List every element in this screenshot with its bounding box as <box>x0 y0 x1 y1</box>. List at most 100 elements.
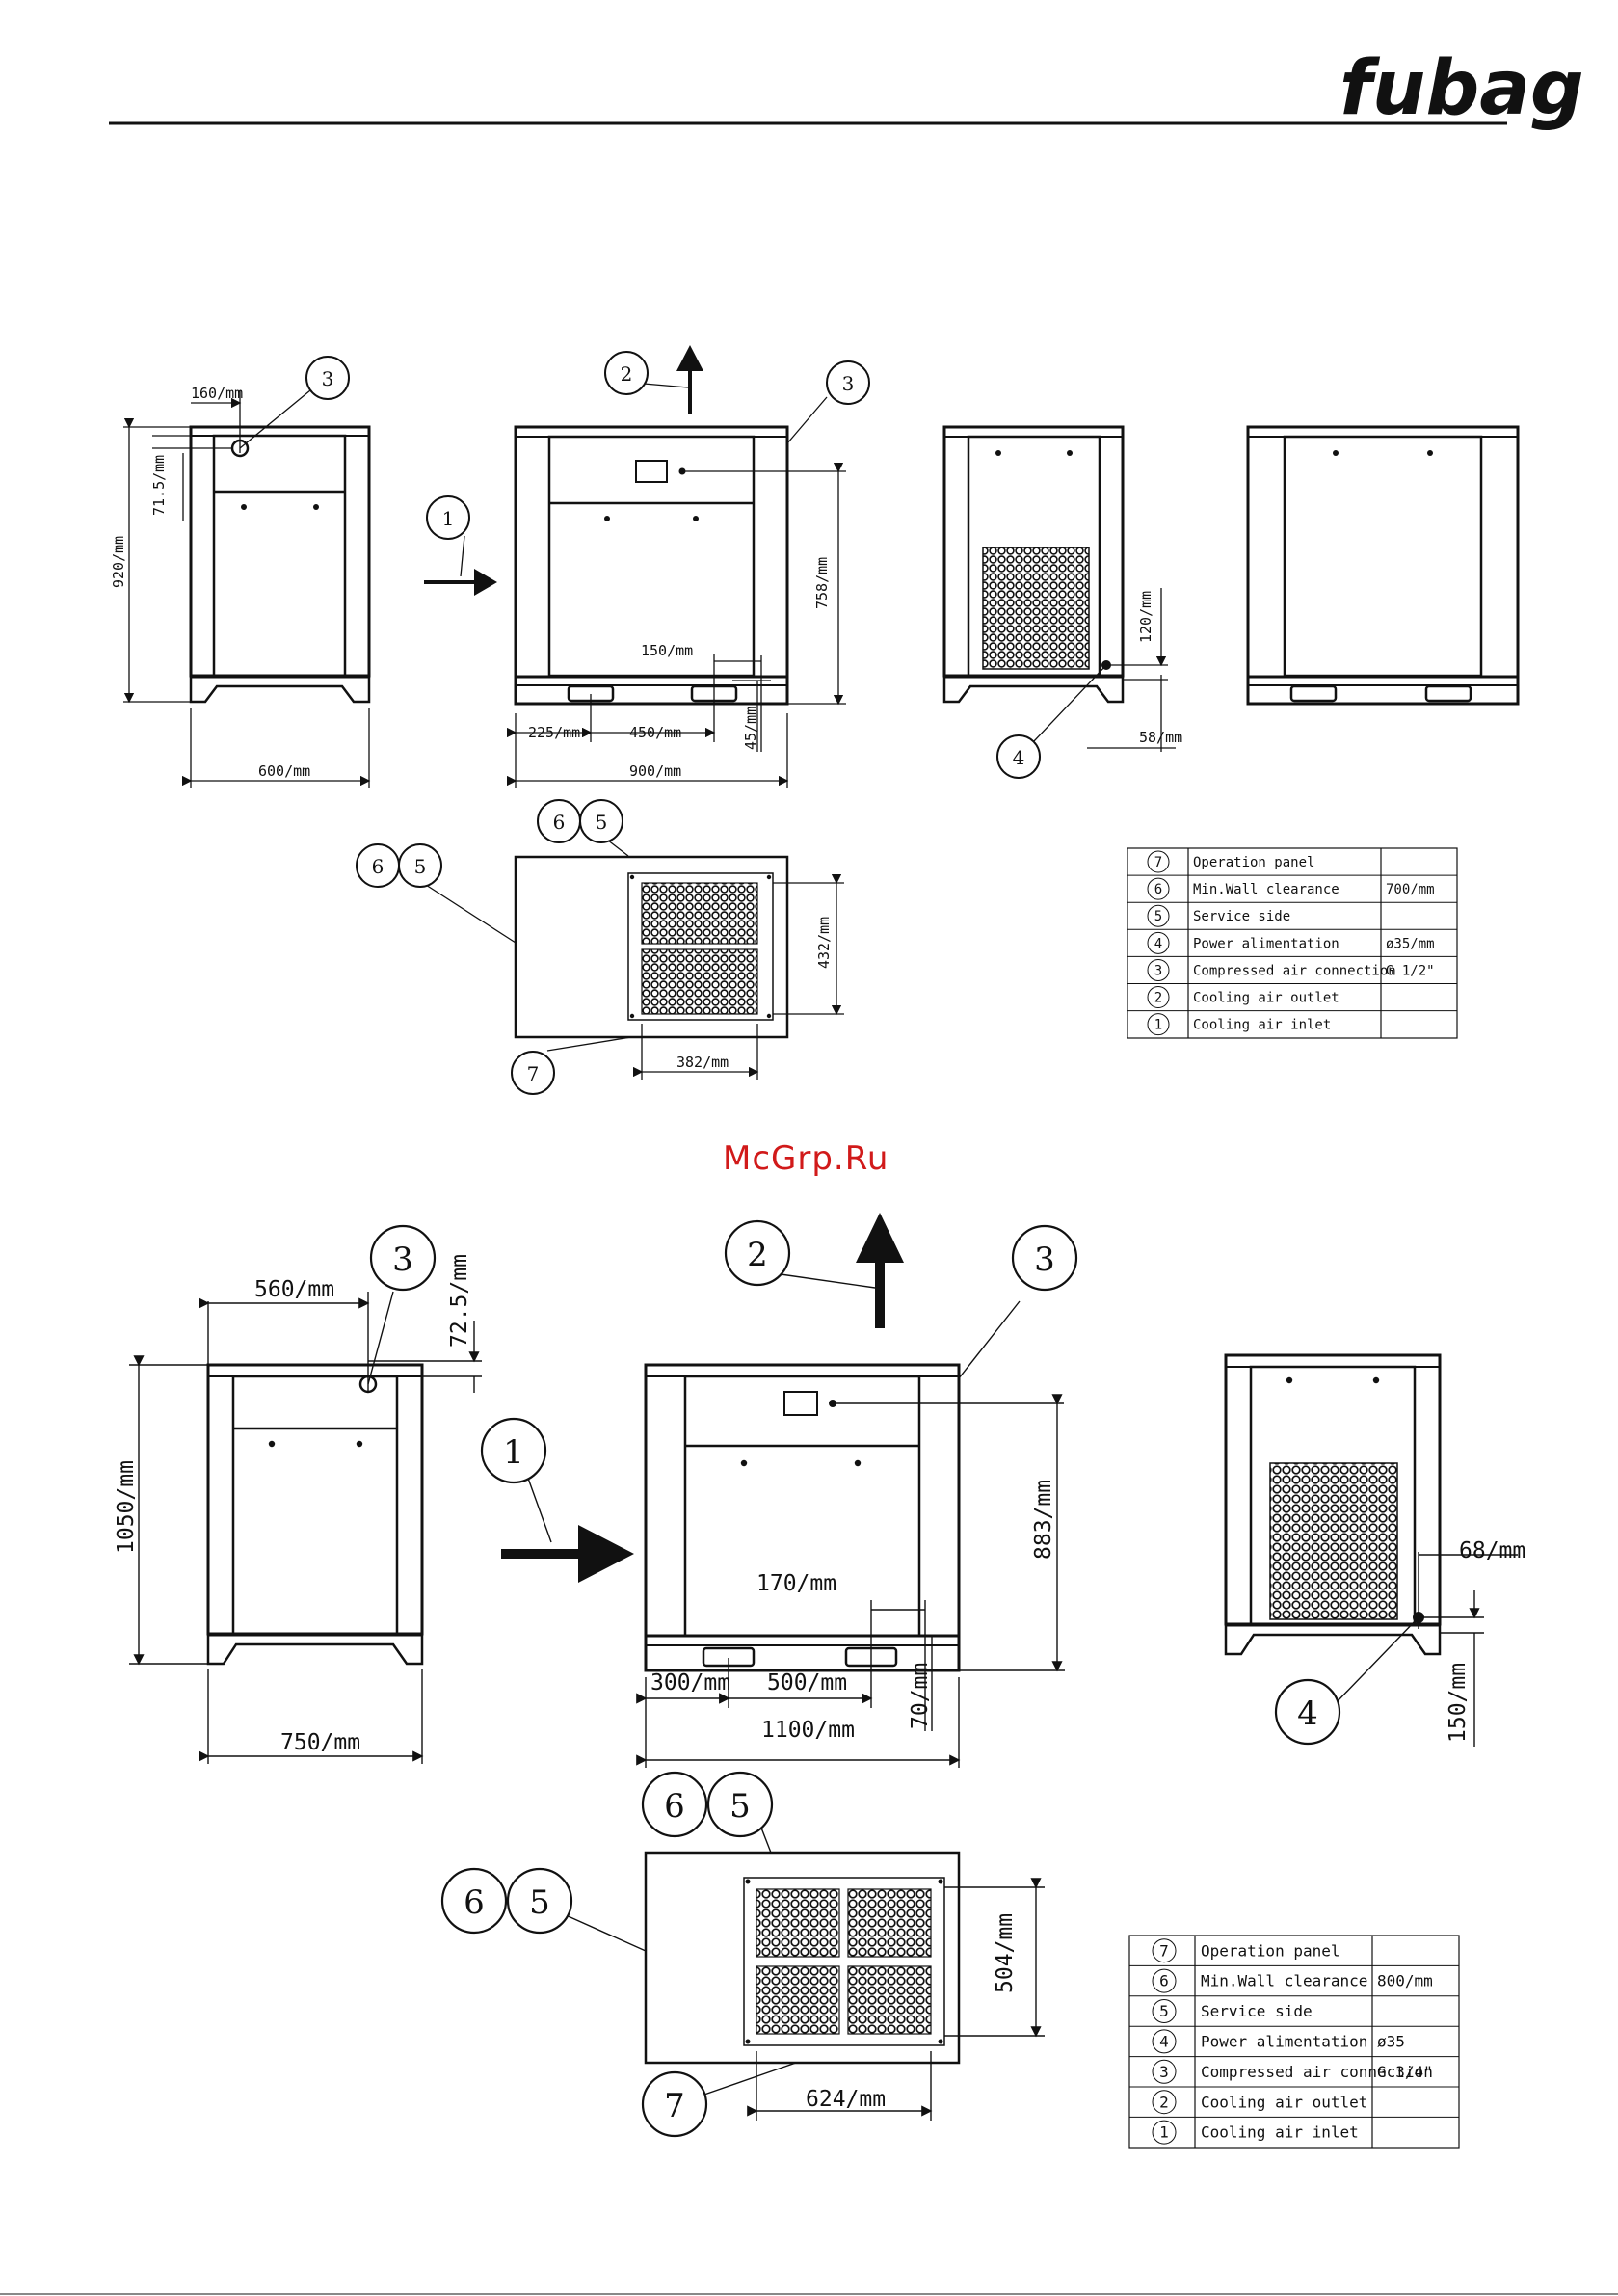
callout-2-upper: 2 <box>604 351 649 395</box>
lower-legend-row: 1 Cooling air inlet <box>1152 2120 1359 2145</box>
legend-number: 2 <box>1159 2093 1169 2111</box>
dim-160: 160/mm <box>191 385 243 402</box>
upper-front-view <box>514 425 789 706</box>
dim-432: 432/mm <box>815 917 833 969</box>
legend-number-ring <box>1147 904 1170 927</box>
legend-number: 1 <box>1159 2123 1169 2142</box>
legend-label: Power alimentation <box>1201 2033 1367 2051</box>
svg-text:2: 2 <box>747 1236 768 1274</box>
dim-450: 450/mm <box>629 724 681 741</box>
callout-5-lower-a: 5 <box>706 1771 774 1838</box>
dim-120: 120/mm <box>1137 591 1154 643</box>
lower-top-dims <box>563 1817 1045 2121</box>
dim-150-lower: 150/mm <box>1446 1663 1471 1743</box>
svg-text:4: 4 <box>1013 746 1025 769</box>
dim-170: 170/mm <box>756 1571 836 1596</box>
legend-value: 800/mm <box>1377 1972 1433 1990</box>
callout-2-lower: 2 <box>724 1219 791 1287</box>
svg-text:1: 1 <box>442 507 455 530</box>
dim-68: 68/mm <box>1459 1538 1525 1563</box>
svg-text:5: 5 <box>414 855 427 878</box>
legend-number: 1 <box>1154 1018 1162 1033</box>
upper-rear-view <box>942 425 1125 704</box>
legend-number-ring <box>1152 2090 1177 2115</box>
lower-legend-row: 7 Operation panel <box>1152 1938 1340 1963</box>
lower-side-view <box>206 1363 424 1666</box>
header: fubag <box>109 45 1584 132</box>
dim-920: 920/mm <box>110 536 127 588</box>
legend-number: 5 <box>1154 909 1162 924</box>
lower-callouts: 3 1 2 3 4 6 5 6 5 7 <box>369 1219 1341 2138</box>
legend-number-ring <box>1152 1968 1177 1993</box>
upper-legend-row: 5 Service side <box>1147 904 1290 927</box>
callout-6-top-a: 6 <box>537 799 581 843</box>
callout-4-upper: 4 <box>996 734 1041 779</box>
legend-value: ø35 <box>1377 2033 1405 2051</box>
dim-504: 504/mm <box>993 1913 1018 1993</box>
callout-5-top-a: 5 <box>579 799 623 843</box>
callout-1-lower: 1 <box>480 1417 547 1484</box>
lower-top-view <box>644 1851 961 2065</box>
lower-top-grill-c <box>756 1965 840 2035</box>
upper-rear-grill <box>982 547 1090 670</box>
legend-number: 4 <box>1154 936 1162 951</box>
legend-label: Cooling air inlet <box>1201 2123 1359 2142</box>
dim-1050: 1050/mm <box>114 1460 139 1554</box>
legend-number: 7 <box>1159 1941 1169 1960</box>
legend-label: Operation panel <box>1201 1941 1340 1960</box>
lower-top-grill-b <box>847 1888 932 1958</box>
legend-number-ring <box>1152 1938 1177 1963</box>
svg-text:7: 7 <box>527 1062 540 1085</box>
legend-number-ring <box>1147 877 1170 900</box>
upper-side-view <box>189 425 371 704</box>
lower-top-grill-d <box>847 1965 932 2035</box>
legend-label: Cooling air inlet <box>1193 1018 1331 1033</box>
upper-callouts: 3 1 2 3 4 6 5 6 5 7 <box>305 351 1041 1095</box>
legend-number-ring <box>1147 1013 1170 1036</box>
dim-300: 300/mm <box>650 1670 730 1695</box>
callout-3-side: 3 <box>305 356 350 400</box>
legend-number-ring <box>1152 2029 1177 2054</box>
legend-number-ring <box>1152 1999 1177 2023</box>
upper-side-dims <box>123 389 371 788</box>
lower-rear-grill <box>1269 1462 1398 1620</box>
legend-label: Power alimentation <box>1193 936 1339 951</box>
watermark: McGrp.Ru <box>723 1139 889 1178</box>
dim-225: 225/mm <box>528 724 580 741</box>
dim-382: 382/mm <box>676 1054 729 1071</box>
legend-number: 2 <box>1154 990 1162 1005</box>
callout-6-lower-b: 6 <box>440 1867 508 1935</box>
lower-front-view <box>644 1363 961 1672</box>
legend-value: ø35/mm <box>1386 936 1435 951</box>
legend-number: 7 <box>1154 855 1162 870</box>
callout-3-lower-side: 3 <box>369 1224 437 1292</box>
legend-label: Min.Wall clearance <box>1193 882 1339 897</box>
svg-text:1: 1 <box>503 1433 524 1472</box>
legend-number-ring <box>1147 850 1170 873</box>
svg-text:3: 3 <box>842 372 855 395</box>
dim-600: 600/mm <box>258 762 310 780</box>
callout-3-front: 3 <box>826 360 870 405</box>
dim-70: 70/mm <box>908 1663 933 1729</box>
legend-label: Service side <box>1193 909 1290 924</box>
upper-top-view <box>514 855 789 1039</box>
legend-value: 700/mm <box>1386 882 1435 897</box>
lower-front-dims <box>636 1300 1065 1768</box>
dim-883: 883/mm <box>1031 1480 1056 1560</box>
legend-label: Operation panel <box>1193 855 1314 870</box>
dim-750: 750/mm <box>280 1730 360 1755</box>
dim-1100: 1100/mm <box>761 1718 855 1743</box>
svg-text:3: 3 <box>1034 1241 1055 1279</box>
lower-rear-view <box>1224 1353 1442 1656</box>
callout-7-lower: 7 <box>641 2070 708 2138</box>
brand-logo: fubag <box>1339 45 1584 132</box>
dim-758: 758/mm <box>813 557 831 609</box>
